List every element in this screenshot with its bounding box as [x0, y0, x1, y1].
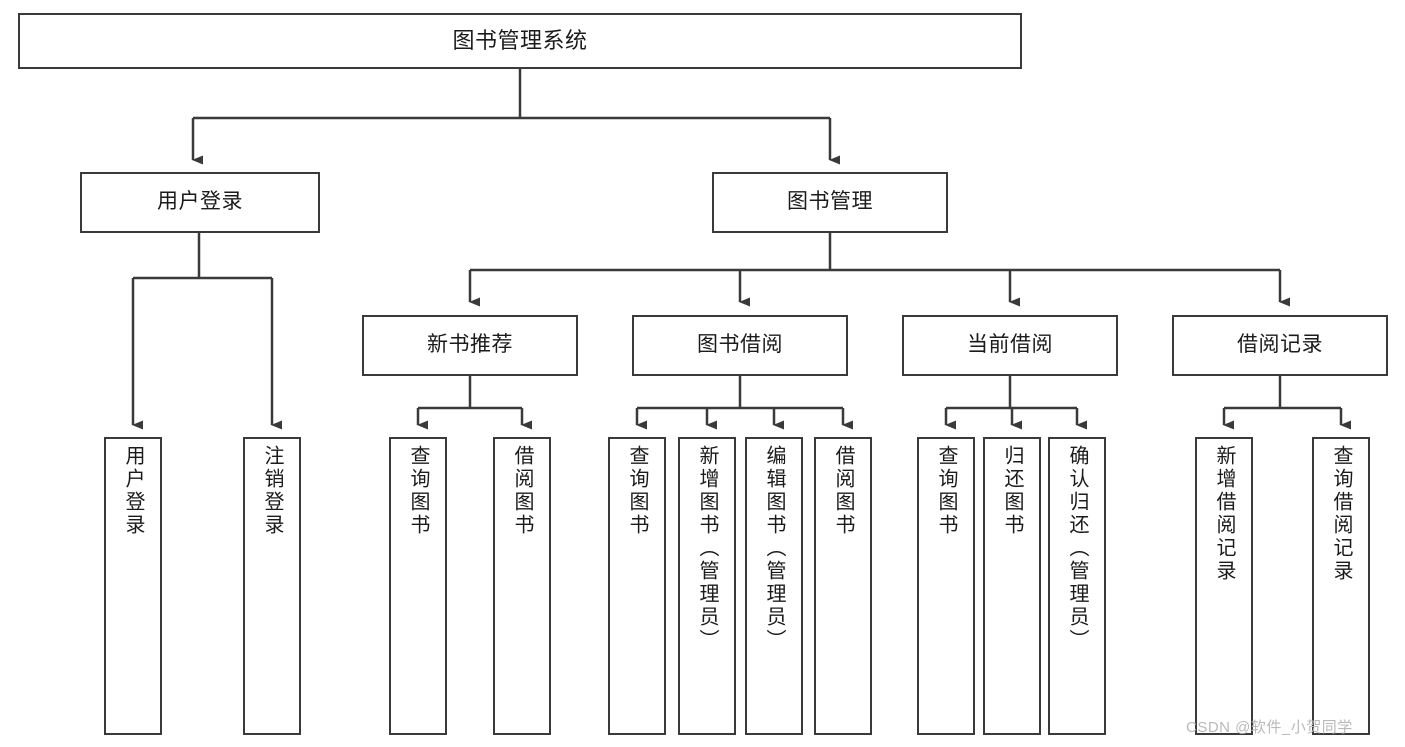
node-label: 确认归还（管理员） — [1066, 445, 1088, 652]
node-leaf-query-book-current[interactable]: 查询图书 — [917, 437, 975, 735]
node-label: 新增图书（管理员） — [696, 445, 718, 652]
node-label: 借阅记录 — [1237, 333, 1323, 357]
node-book-management[interactable]: 图书管理 — [712, 172, 948, 233]
node-book-borrow[interactable]: 图书借阅 — [632, 315, 848, 376]
node-new-book-recommend[interactable]: 新书推荐 — [362, 315, 578, 376]
node-leaf-user-login[interactable]: 用户登录 — [104, 437, 162, 735]
node-leaf-edit-book-admin[interactable]: 编辑图书（管理员） — [745, 437, 803, 735]
node-user-login[interactable]: 用户登录 — [80, 172, 320, 233]
node-label: 借阅图书 — [511, 445, 533, 537]
node-root-book-management-system[interactable]: 图书管理系统 — [18, 13, 1022, 69]
node-leaf-add-book-admin[interactable]: 新增图书（管理员） — [678, 437, 736, 735]
node-leaf-query-borrow-record[interactable]: 查询借阅记录 — [1312, 437, 1370, 735]
node-label: 编辑图书（管理员） — [763, 445, 785, 652]
node-leaf-return-book[interactable]: 归还图书 — [983, 437, 1041, 735]
node-label: 查询图书 — [626, 445, 648, 537]
node-leaf-add-borrow-record[interactable]: 新增借阅记录 — [1195, 437, 1253, 735]
node-label: 借阅图书 — [832, 445, 854, 537]
node-leaf-borrow-book[interactable]: 借阅图书 — [814, 437, 872, 735]
node-label: 查询借阅记录 — [1330, 445, 1352, 583]
node-label: 新书推荐 — [427, 333, 513, 357]
node-label: 当前借阅 — [967, 333, 1053, 357]
node-label: 查询图书 — [935, 445, 957, 537]
node-leaf-query-book-borrow[interactable]: 查询图书 — [608, 437, 666, 735]
node-leaf-borrow-book-recommend[interactable]: 借阅图书 — [493, 437, 551, 735]
node-borrow-record[interactable]: 借阅记录 — [1172, 315, 1388, 376]
node-leaf-logout[interactable]: 注销登录 — [243, 437, 301, 735]
node-label: 用户登录 — [122, 445, 144, 537]
node-leaf-confirm-return-admin[interactable]: 确认归还（管理员） — [1048, 437, 1106, 735]
node-label: 图书借阅 — [697, 333, 783, 357]
watermark-text: CSDN @软件_小贺同学 — [1186, 719, 1353, 736]
node-label: 用户登录 — [157, 190, 243, 214]
node-label: 新增借阅记录 — [1213, 445, 1235, 583]
node-label: 注销登录 — [261, 445, 283, 537]
node-label: 查询图书 — [407, 445, 429, 537]
node-current-borrow[interactable]: 当前借阅 — [902, 315, 1118, 376]
node-leaf-query-book-recommend[interactable]: 查询图书 — [389, 437, 447, 735]
node-label: 归还图书 — [1001, 445, 1023, 537]
node-label: 图书管理 — [787, 190, 873, 214]
node-label: 图书管理系统 — [452, 28, 588, 54]
